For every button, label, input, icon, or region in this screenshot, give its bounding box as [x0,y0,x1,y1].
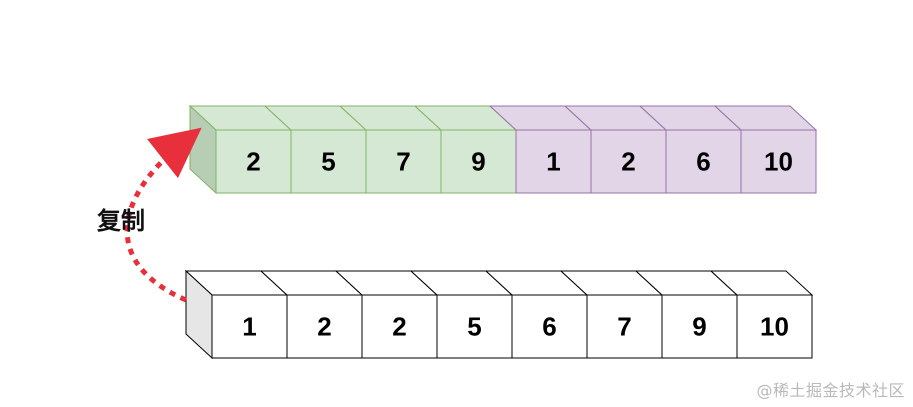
array-cell [661,294,738,359]
cell-value: 5 [467,312,481,342]
array-cell [290,129,367,194]
array-cell [586,294,663,359]
cell-value: 1 [242,312,256,342]
copy-arrow [124,127,202,303]
cell-value: 7 [396,147,410,177]
cell-value: 2 [392,312,406,342]
array-cell [740,129,817,194]
cell-value: 5 [321,147,335,177]
array-cell [436,294,513,359]
cell-value: 6 [696,147,710,177]
array-cell [665,129,742,194]
array-cell [286,294,363,359]
cell-value: 10 [760,312,789,342]
cell-value: 9 [471,147,485,177]
array-cell [590,129,667,194]
array-cell [736,294,813,359]
watermark: @稀土掘金技术社区 [756,381,905,400]
cell-value: 7 [617,312,631,342]
array-cell [211,294,288,359]
cell-value: 10 [764,147,793,177]
sorted-array: 1 2 2 5 6 7 9 10 [184,269,814,360]
merged-array: 2 5 7 9 1 2 6 10 [188,104,818,195]
cell-value: 1 [546,147,560,177]
copy-label: 复制 [96,207,145,235]
cell-value: 6 [542,312,556,342]
cell-value: 2 [317,312,331,342]
cell-value: 2 [246,147,260,177]
array-cell [215,129,292,194]
cell-value: 9 [692,312,706,342]
array-cell [440,129,517,194]
array-cell [511,294,588,359]
array-cell [365,129,442,194]
cell-value: 2 [621,147,635,177]
